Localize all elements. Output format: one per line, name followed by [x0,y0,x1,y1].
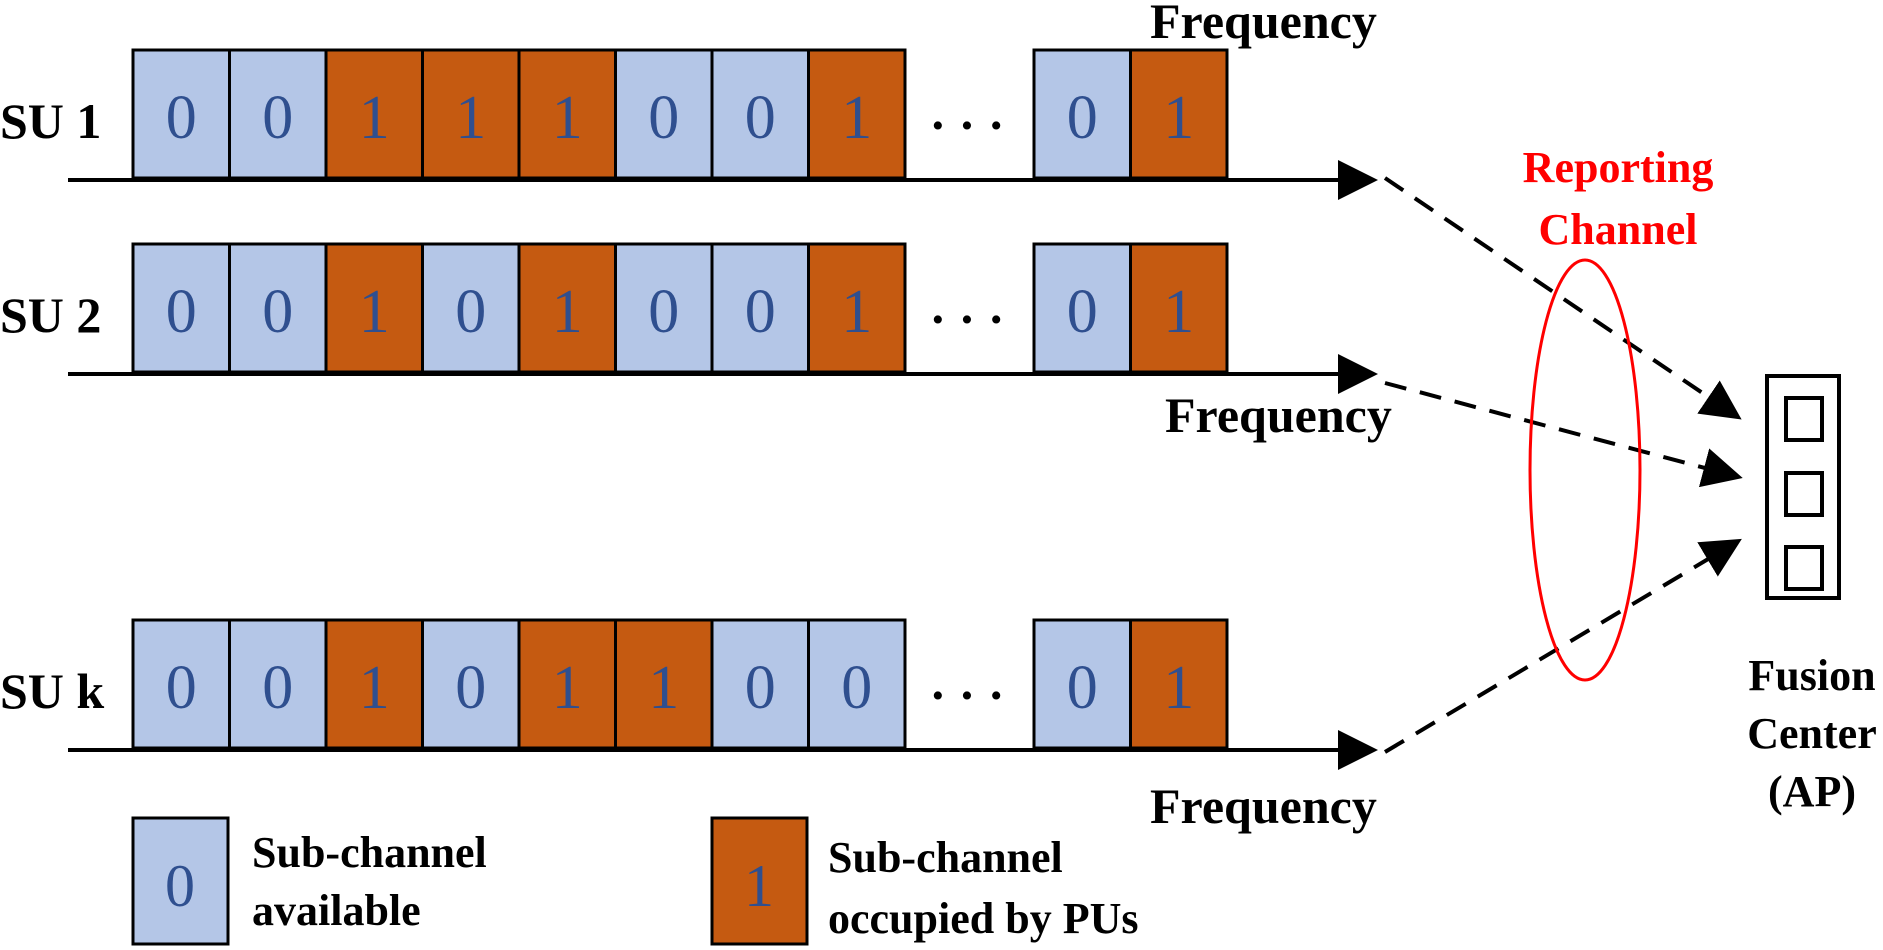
sub-channel-cell-value: 0 [166,84,197,152]
sub-channel-cell-4 [517,242,617,374]
sub-channel-cell-3 [421,242,521,374]
legend-available-line1: Sub-channel [252,828,487,877]
sub-channel-cell-value: 0 [745,654,776,722]
fusion-center: Fusion Center (AP) [1747,374,1877,816]
tail-sub-channel-cell-value: 0 [1067,278,1098,346]
sub-channel-cell-value: 1 [359,84,390,152]
ellipsis: · · · [929,667,1004,723]
sub-channel-cell-6 [710,618,810,750]
report-line-suk [1383,538,1742,754]
fusion-center-label-line3: (AP) [1768,767,1856,816]
fusion-slot-3 [1784,545,1824,591]
legend-occupied-swatch [710,816,809,946]
legend: 0 Sub-channel available 1 Sub-channel oc… [131,816,1138,946]
sub-channel-cell-value: 1 [552,84,583,152]
tail-sub-channel-cell-value: 1 [1163,654,1194,722]
sub-channel-cell-7 [807,242,907,374]
sub-channel-cell-value: 1 [648,654,679,722]
sub-channel-cell-0 [131,48,231,180]
report-line-su2 [1384,381,1743,488]
reporting-channel-label-line1: Reporting [1523,143,1714,192]
frequency-label: Frequency [1150,0,1377,49]
tail-sub-channel-cell-value: 0 [1067,84,1098,152]
sub-channel-cell-value: 0 [841,654,872,722]
sub-channel-cell-3 [421,618,521,750]
reporting-channel-label-line2: Channel [1539,205,1698,254]
su-label: SU 1 [0,93,101,149]
fusion-center-label-line1: Fusion [1748,651,1875,700]
tail-sub-channel-cell-1 [1129,618,1229,750]
sub-channel-cell-value: 0 [166,278,197,346]
fusion-slot-1 [1784,396,1824,442]
sub-channel-cell-value: 1 [552,654,583,722]
legend-available-digit: 0 [165,853,195,919]
ellipsis: · · · [929,291,1004,347]
sub-channel-cell-0 [131,242,231,374]
sub-channel-cell-value: 0 [745,84,776,152]
frequency-label: Frequency [1165,387,1392,443]
sub-channel-cell-7 [807,48,907,180]
su-label: SU 2 [0,287,101,343]
ellipsis: · · · [929,97,1004,153]
sub-channel-cell-1 [228,618,328,750]
sub-channel-cell-2 [324,242,424,374]
fusion-center-label-line2: Center [1747,709,1877,758]
tail-sub-channel-cell-value: 0 [1067,654,1098,722]
sub-channel-cell-value: 0 [455,278,486,346]
sub-channel-cell-5 [614,618,714,750]
tail-sub-channel-cell-0 [1032,242,1132,374]
su-label: SU k [0,663,104,719]
sub-channel-cell-value: 1 [841,278,872,346]
reporting-channel-ellipse [1528,258,1642,682]
sub-channel-cell-value: 1 [359,654,390,722]
sub-channel-cell-value: 0 [648,84,679,152]
legend-available-line2: available [252,886,421,935]
tail-sub-channel-cell-value: 1 [1163,278,1194,346]
sub-channel-cell-0 [131,618,231,750]
legend-occupied-line2: occupied by PUs [828,894,1138,943]
sub-channel-cell-value: 0 [745,278,776,346]
sub-channel-cell-2 [324,618,424,750]
sub-channel-cell-value: 0 [262,84,293,152]
legend-occupied-line1: Sub-channel [828,833,1063,882]
frequency-label: Frequency [1150,778,1377,834]
sub-channel-cell-value: 0 [262,278,293,346]
sub-channel-cell-value: 1 [841,84,872,152]
legend-occupied-digit: 1 [744,853,774,919]
sub-channel-cell-value: 0 [166,654,197,722]
sub-channel-cell-5 [614,48,714,180]
sub-channel-cell-1 [228,48,328,180]
tail-sub-channel-cell-value: 1 [1163,84,1194,152]
sub-channel-cell-value: 0 [648,278,679,346]
sub-channel-cell-value: 1 [359,278,390,346]
tail-sub-channel-cell-1 [1129,48,1229,180]
sub-channel-cell-value: 0 [262,654,293,722]
report-lines [1383,176,1743,754]
legend-available-swatch [131,816,230,946]
sub-channel-cell-value: 1 [552,278,583,346]
sub-channel-cell-value: 1 [455,84,486,152]
sub-channel-cell-value: 0 [455,654,486,722]
fusion-slot-2 [1784,471,1824,517]
